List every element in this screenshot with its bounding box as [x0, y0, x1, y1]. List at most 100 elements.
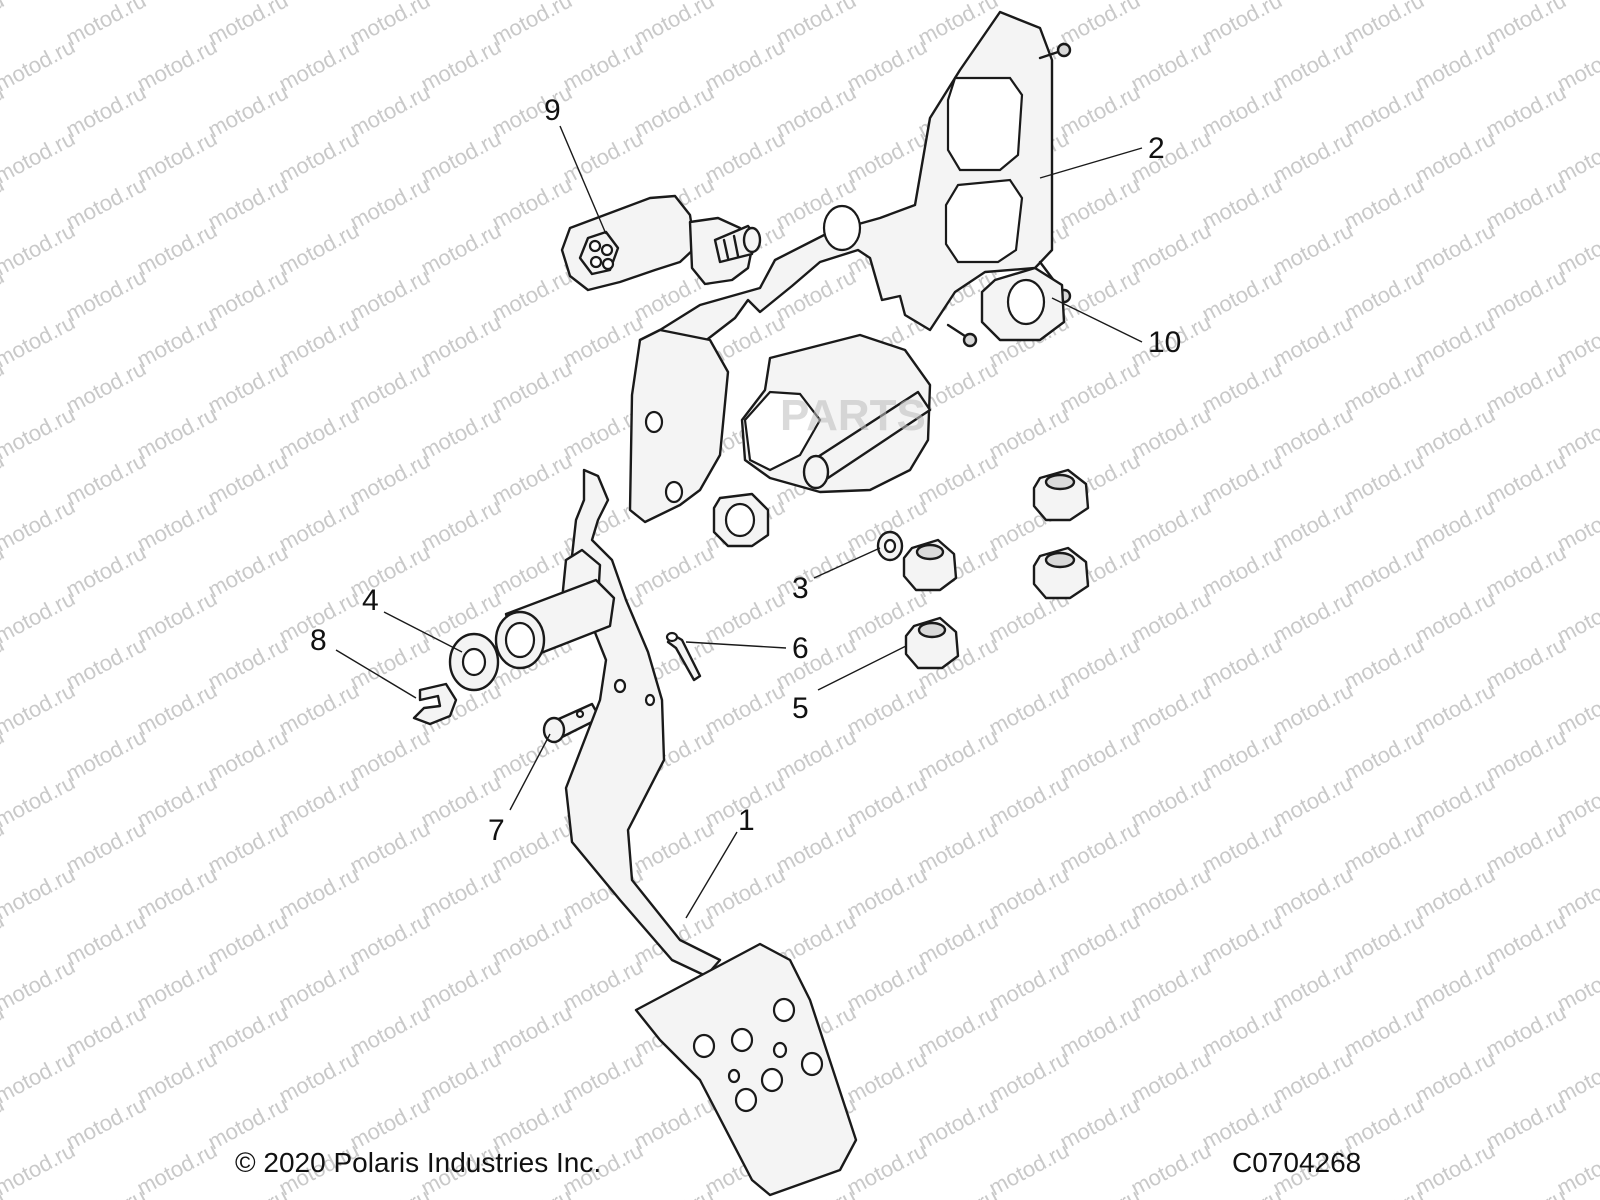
watermark-text: motod.ru: [417, 862, 505, 925]
e-clip: [412, 682, 458, 726]
watermark-text: motod.ru: [1411, 310, 1499, 373]
watermark-text: motod.ru: [62, 632, 150, 695]
watermark-text: motod.ru: [1340, 172, 1428, 235]
callout-3: 3: [792, 572, 809, 605]
watermark-text: motod.ru: [843, 770, 931, 833]
leader-2: [1039, 147, 1143, 179]
watermark-text: motod.ru: [346, 80, 434, 143]
watermark-text: motod.ru: [275, 402, 363, 465]
watermark-text: motod.ru: [1127, 218, 1215, 281]
watermark-text: motod.ru: [1411, 862, 1499, 925]
watermark-text: motod.ru: [133, 34, 221, 97]
leader-10: [1051, 297, 1143, 343]
watermark-text: motod.ru: [62, 172, 150, 235]
watermark-text: motod.ru: [0, 0, 8, 50]
watermark-text: motod.ru: [914, 1092, 1002, 1155]
watermark-text: motod.ru: [701, 126, 789, 189]
watermark-text: motod.ru: [1127, 126, 1215, 189]
watermark-text: motod.ru: [559, 1046, 647, 1109]
watermark-text: motod.ru: [1482, 908, 1570, 971]
watermark-text: motod.ru: [346, 816, 434, 879]
watermark-text: motod.ru: [275, 954, 363, 1017]
watermark-text: motod.ru: [985, 678, 1073, 741]
watermark-text: motod.ru: [1269, 126, 1357, 189]
watermark-text: motod.ru: [133, 770, 221, 833]
watermark-text: motod.ru: [1056, 80, 1144, 143]
watermark-text: motod.ru: [1269, 586, 1357, 649]
watermark-text: motod.ru: [0, 586, 79, 649]
watermark-text: motod.ru: [1340, 448, 1428, 511]
watermark-text: motod.ru: [630, 0, 718, 50]
watermark-text: motod.ru: [914, 1184, 1002, 1200]
watermark-text: motod.ru: [1056, 356, 1144, 419]
watermark-text: motod.ru: [1198, 264, 1286, 327]
watermark-text: motod.ru: [62, 540, 150, 603]
watermark-text: motod.ru: [1411, 1138, 1499, 1200]
watermark-text: motod.ru: [985, 1046, 1073, 1109]
watermark-text: motod.ru: [1056, 1092, 1144, 1155]
watermark-text: motod.ru: [204, 816, 292, 879]
watermark-text: motod.ru: [1269, 218, 1357, 281]
watermark-text: motod.ru: [204, 632, 292, 695]
watermark-text: motod.ru: [1340, 356, 1428, 419]
watermark-text: motod.ru: [559, 34, 647, 97]
cotter-pin: [665, 631, 702, 682]
watermark-text: motod.ru: [1411, 218, 1499, 281]
leader-1: [685, 831, 738, 919]
watermark-text: motod.ru: [204, 0, 292, 50]
watermark-text: motod.ru: [488, 1000, 576, 1063]
watermark-text: motod.ru: [1340, 908, 1428, 971]
watermark-text: motod.ru: [62, 1000, 150, 1063]
watermark-text: motod.ru: [133, 310, 221, 373]
watermark-text: motod.ru: [1482, 724, 1570, 787]
diagram-code: C0704268: [1232, 1147, 1362, 1178]
watermark-text: motod.ru: [488, 448, 576, 511]
leader-lines: [335, 125, 1143, 919]
watermark-text: motod.ru: [914, 724, 1002, 787]
watermark-text: motod.ru: [62, 0, 150, 50]
watermark-text: motod.ru: [346, 264, 434, 327]
watermark-text: motod.ru: [1411, 494, 1499, 557]
watermark-text: motod.ru: [0, 310, 79, 373]
watermark-text: motod.ru: [1127, 494, 1215, 557]
watermark-text: motod.ru: [1127, 1138, 1215, 1200]
callout-9: 9: [544, 94, 561, 127]
watermark-text: motod.ru: [1482, 816, 1570, 879]
parts-brand-watermark: PARTS: [780, 391, 926, 440]
watermark-text: motod.ru: [1482, 1092, 1570, 1155]
watermark-text: motod.ru: [275, 310, 363, 373]
watermark-text: motod.ru: [346, 724, 434, 787]
callout-10: 10: [1148, 326, 1181, 359]
watermark-text: motod.ru: [62, 448, 150, 511]
watermark-text: motod.ru: [1482, 1184, 1570, 1200]
watermark-text: motod.ru: [0, 402, 79, 465]
watermark-text: motod.ru: [914, 1000, 1002, 1063]
leader-9: [559, 125, 607, 235]
watermark-text: motod.ru: [1198, 724, 1286, 787]
watermark-text: motod.ru: [701, 678, 789, 741]
watermark-text: motod.ru: [346, 1092, 434, 1155]
watermark-text: motod.ru: [133, 126, 221, 189]
watermark-text: motod.ru: [772, 80, 860, 143]
watermark-text: motod.ru: [346, 908, 434, 971]
watermark-text: motod.ru: [417, 34, 505, 97]
watermark-text: motod.ru: [488, 1092, 576, 1155]
watermark-text: motod.ru: [275, 1046, 363, 1109]
watermark-text: motod.ru: [275, 34, 363, 97]
watermark-text: motod.ru: [133, 1046, 221, 1109]
watermark-text: motod.ru: [772, 540, 860, 603]
watermark-text: motod.ru: [417, 402, 505, 465]
watermark-text: motod.ru: [1056, 816, 1144, 879]
watermark-text: motod.ru: [1056, 1000, 1144, 1063]
watermark-text: motod.ru: [1269, 494, 1357, 557]
watermark-text: motod.ru: [1411, 678, 1499, 741]
watermark-text: motod.ru: [843, 126, 931, 189]
leader-6: [685, 641, 787, 649]
watermark-text: motod.ru: [346, 0, 434, 50]
watermark-text: motod.ru: [772, 816, 860, 879]
leader-3: [813, 547, 881, 579]
watermark-text: motod.ru: [1482, 80, 1570, 143]
leader-7: [509, 733, 551, 811]
nut: [904, 616, 960, 670]
